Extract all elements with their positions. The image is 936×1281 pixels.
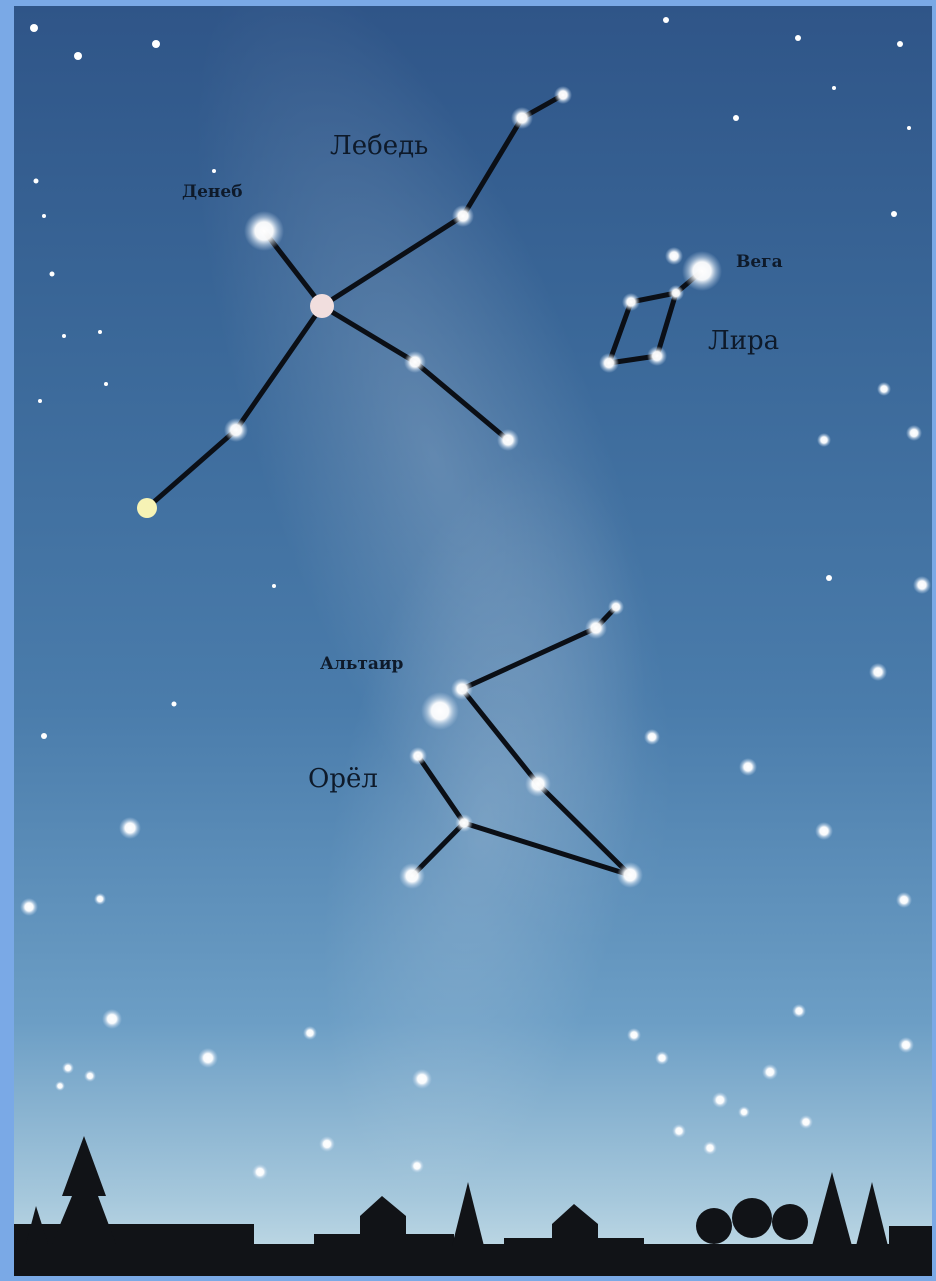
label-altair: Альтаир [320, 654, 403, 674]
star-aquila-1 [451, 678, 473, 700]
star-cygnus-6 [224, 418, 248, 442]
label-vega: Вега [736, 252, 783, 272]
star-cygnus-2 [511, 107, 533, 129]
star-aquila-3 [608, 599, 624, 615]
fir-tree-left [52, 1136, 116, 1244]
star-deneb [244, 211, 284, 251]
star-aquila-7 [399, 863, 425, 889]
label-deneb: Денеб [182, 182, 243, 202]
star-albireo [137, 498, 157, 518]
fir-tree-right-1 [812, 1172, 852, 1246]
night-sky-illustration: Денеб Лебедь Вега Лира Альтаир Орёл [14, 6, 932, 1276]
star-lyra-5 [647, 346, 667, 366]
star-lyra-3 [622, 293, 640, 311]
star-aquila-6 [455, 814, 473, 832]
fir-tree-right-2 [856, 1182, 888, 1246]
label-cygnus: Лебедь [330, 131, 428, 161]
label-lyra: Лира [708, 326, 779, 356]
star-aquila-2 [585, 617, 607, 639]
star-aquila-5 [617, 862, 643, 888]
star-sadr [310, 294, 334, 318]
star-aquila-8 [409, 747, 427, 765]
star-cygnus-4 [404, 351, 426, 373]
star-cygnus-1 [452, 205, 474, 227]
star-lyra-2 [668, 285, 684, 301]
star-aquila-4 [525, 771, 551, 797]
star-altair [421, 692, 459, 730]
star-cygnus-3 [554, 86, 572, 104]
star-vega [682, 251, 722, 291]
star-cygnus-5 [497, 429, 519, 451]
star-map [14, 6, 932, 1276]
label-aquila: Орёл [308, 764, 378, 794]
star-lyra-4 [599, 353, 619, 373]
star-lyra-1 [665, 247, 683, 265]
deciduous-tree-1 [696, 1208, 732, 1244]
